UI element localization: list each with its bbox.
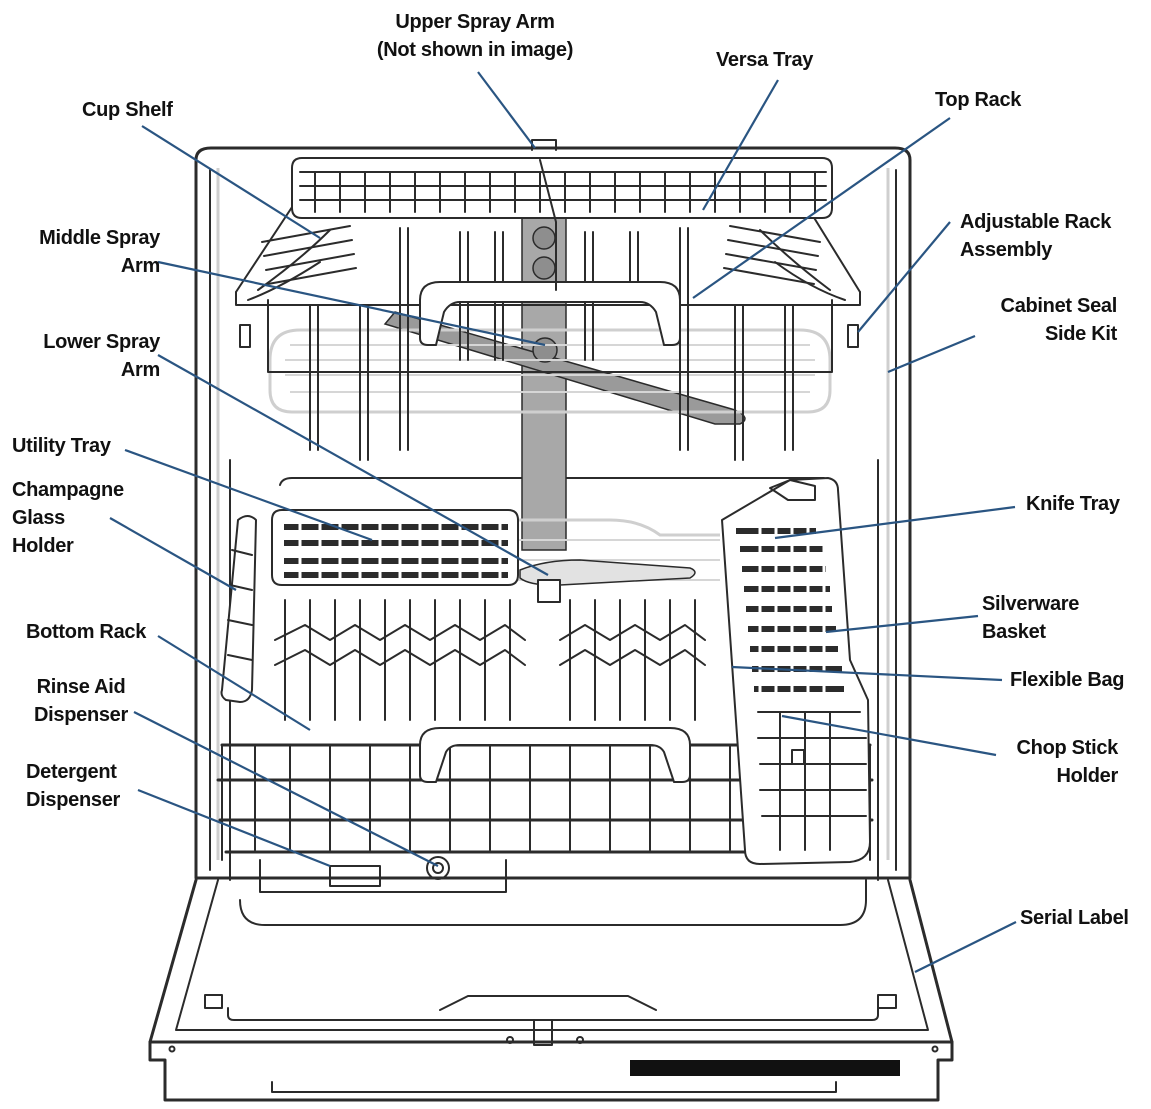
label-rinse-aid-dispenser: Rinse Aid Dispenser: [20, 673, 142, 729]
door: [148, 878, 954, 1102]
label-versa-tray: Versa Tray: [716, 46, 813, 74]
label-silverware-line2: Basket: [982, 621, 1046, 643]
leader-chop-stick-holder: [781, 714, 997, 757]
top-rack-shape: [235, 194, 861, 461]
label-flexible-bag-line1: Flexible Bag: [1010, 669, 1125, 691]
label-middle-spray-arm-line2: Arm: [120, 255, 160, 277]
leader-upper-spray-arm: [477, 71, 536, 149]
label-champagne-line3: Holder: [12, 535, 74, 557]
label-knife-tray: Knife Tray: [1026, 490, 1120, 518]
label-champagne-glass-holder: Champagne Glass Holder: [12, 476, 124, 560]
leader-utility-tray: [124, 448, 373, 542]
label-champagne-line2: Glass: [12, 507, 65, 529]
leader-cabinet-seal-side-kit: [887, 334, 976, 374]
label-silverware-line1: Silverware: [982, 593, 1080, 615]
label-chop-stick-line1: Chop Stick: [1016, 737, 1119, 759]
label-cabinet-seal-line2: Side Kit: [1044, 323, 1117, 345]
leader-flexible-bag: [731, 665, 1003, 682]
leader-knife-tray: [774, 505, 1016, 540]
serial-label-bar: [630, 1060, 900, 1076]
label-middle-spray-arm-line1: Middle Spray: [39, 227, 160, 249]
label-rinse-aid-line1: Rinse Aid: [36, 676, 126, 698]
label-chop-stick-holder: Chop Stick Holder: [990, 734, 1119, 790]
leader-top-rack: [692, 117, 951, 299]
leader-bottom-rack: [157, 635, 311, 731]
leader-versa-tray: [702, 79, 779, 211]
label-upper-spray-arm-line2: (Not shown in image): [376, 39, 574, 61]
label-middle-spray-arm: Middle Spray Arm: [20, 224, 160, 280]
label-chop-stick-line2: Holder: [1056, 765, 1118, 787]
leader-serial-label: [914, 921, 1017, 973]
label-lower-spray-arm-line1: Lower Spray: [43, 331, 160, 353]
leader-lower-spray-arm: [157, 354, 549, 576]
label-lower-spray-arm: Lower Spray Arm: [20, 328, 160, 384]
label-detergent-dispenser: Detergent Dispenser: [26, 758, 120, 814]
label-top-rack-line1: Top Rack: [935, 89, 1022, 111]
label-rinse-aid-line2: Dispenser: [33, 704, 128, 726]
leader-middle-spray-arm: [157, 260, 546, 347]
label-upper-spray-arm: Upper Spray Arm (Not shown in image): [355, 8, 595, 64]
label-cup-shelf: Cup Shelf: [82, 96, 173, 124]
label-adjustable-rack-line2: Assembly: [960, 239, 1053, 261]
label-adjustable-rack-line1: Adjustable Rack: [960, 211, 1112, 233]
label-upper-spray-arm-line1: Upper Spray Arm: [395, 11, 555, 33]
label-champagne-line1: Champagne: [12, 479, 124, 501]
label-cup-shelf-line1: Cup Shelf: [82, 99, 173, 121]
spray-feed-tube: [521, 139, 567, 551]
label-detergent-line2: Dispenser: [26, 789, 121, 811]
label-knife-tray-line1: Knife Tray: [1026, 493, 1120, 515]
leader-silverware-basket: [825, 614, 979, 634]
label-utility-tray-line1: Utility Tray: [12, 435, 111, 457]
bottom-rack-shape: [216, 509, 874, 893]
label-bottom-rack-line1: Bottom Rack: [26, 621, 147, 643]
label-flexible-bag: Flexible Bag: [1010, 666, 1125, 694]
label-utility-tray: Utility Tray: [12, 432, 111, 460]
label-silverware-basket: Silverware Basket: [982, 590, 1079, 646]
label-serial-label: Serial Label: [1020, 904, 1129, 932]
label-serial-label-line1: Serial Label: [1020, 907, 1129, 929]
leader-rinse-aid-dispenser: [133, 711, 439, 867]
leader-detergent-dispenser: [137, 788, 331, 868]
versa-tray-shape: [291, 157, 833, 291]
label-cabinet-seal-line1: Cabinet Seal: [1000, 295, 1118, 317]
leader-champagne-glass-holder: [109, 517, 237, 591]
label-adjustable-rack-assembly: Adjustable Rack Assembly: [960, 208, 1111, 264]
label-cabinet-seal-side-kit: Cabinet Seal Side Kit: [965, 292, 1118, 348]
leader-cup-shelf: [141, 125, 321, 239]
label-bottom-rack: Bottom Rack: [26, 618, 146, 646]
label-detergent-line1: Detergent: [26, 761, 117, 783]
label-top-rack: Top Rack: [935, 86, 1021, 114]
label-lower-spray-arm-line2: Arm: [120, 359, 160, 381]
leader-adjustable-rack-assembly: [857, 221, 951, 333]
label-versa-tray-line1: Versa Tray: [716, 49, 814, 71]
